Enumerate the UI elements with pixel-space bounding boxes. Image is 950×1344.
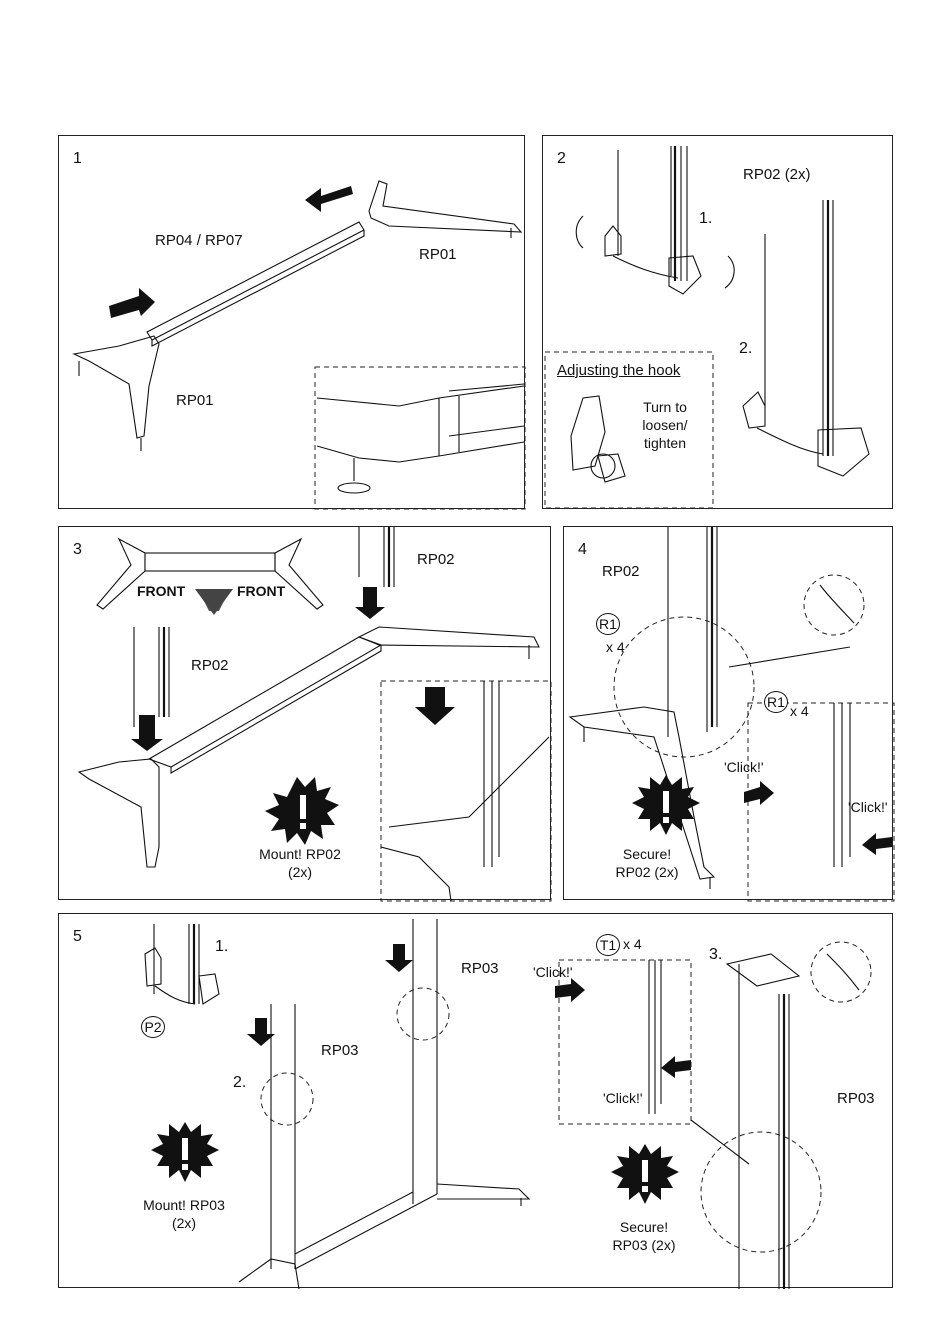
rp03-label: RP03	[461, 960, 499, 977]
step-1-drawing	[59, 136, 526, 510]
step-1-label: 1.	[215, 938, 228, 956]
secure-badge-text: Secure! RP03 (2x)	[601, 1218, 687, 1254]
upright-top-label: RP02	[417, 551, 455, 568]
arrow-icon	[109, 288, 155, 318]
step-3-panel: 3 FRONT FRONT RP02 RP02 Mount! RP0	[58, 526, 551, 900]
rp03-label: RP03	[321, 1042, 359, 1059]
step-3-label: 3.	[709, 946, 722, 964]
arrow-icon	[355, 587, 385, 619]
front-left-label: FRONT	[137, 583, 185, 599]
mount-badge-text: Mount! RP02 (2x)	[255, 845, 345, 881]
step-5-panel: 5 1. P2	[58, 913, 893, 1288]
front-right-label: FRONT	[237, 583, 285, 599]
upright-label: RP02 (2x)	[743, 166, 811, 183]
r1-part-badge: R1	[596, 613, 620, 635]
step-2-drawing	[543, 136, 894, 510]
upright-left-label: RP02	[191, 657, 229, 674]
hook-adjust-title: Adjusting the hook	[557, 362, 680, 379]
arrow-icon	[305, 186, 353, 212]
r1-qty-label: x 4	[790, 703, 809, 719]
rp03-label: RP03	[837, 1090, 875, 1107]
r1-part-badge: R1	[764, 691, 788, 713]
click-label: 'Click!'	[603, 1090, 643, 1106]
step-2-label: 2.	[233, 1074, 246, 1092]
secure-badge-text: Secure! RP02 (2x)	[604, 845, 690, 881]
arrow-icon	[862, 833, 892, 855]
mount-badge-text: Mount! RP03 (2x)	[139, 1196, 229, 1232]
upright-label: RP02	[602, 563, 640, 580]
arrow-icon	[385, 944, 413, 972]
step-1-panel: 1 RP04 / RP07 RP01 RP01	[58, 135, 525, 509]
p2-part-badge: P2	[141, 1016, 165, 1038]
step-4-panel: 4 RP02 R1 x 4 R1 x 4 'Click!' 'Click!' S…	[563, 526, 893, 900]
arrow-icon	[131, 715, 163, 751]
click-label: 'Click!'	[848, 799, 888, 815]
step-1-label: 1.	[699, 210, 712, 228]
crossbar-label: RP04 / RP07	[155, 232, 243, 249]
step-2-panel: 2 RP02 (2x) 1. 2. Adjusting the hook Tur…	[542, 135, 893, 509]
t1-part-badge: T1	[596, 934, 620, 956]
hook-adjust-text: Turn to loosen/ tighten	[635, 398, 695, 452]
arrow-icon	[661, 1056, 691, 1078]
t1-qty-label: x 4	[623, 936, 642, 952]
step-2-label: 2.	[739, 340, 752, 358]
click-label: 'Click!'	[533, 964, 573, 980]
click-label: 'Click!'	[724, 759, 764, 775]
arrow-icon	[415, 687, 455, 725]
left-foot-label: RP01	[176, 392, 214, 409]
r1-qty-label: x 4	[606, 639, 625, 655]
right-foot-label: RP01	[419, 246, 457, 263]
